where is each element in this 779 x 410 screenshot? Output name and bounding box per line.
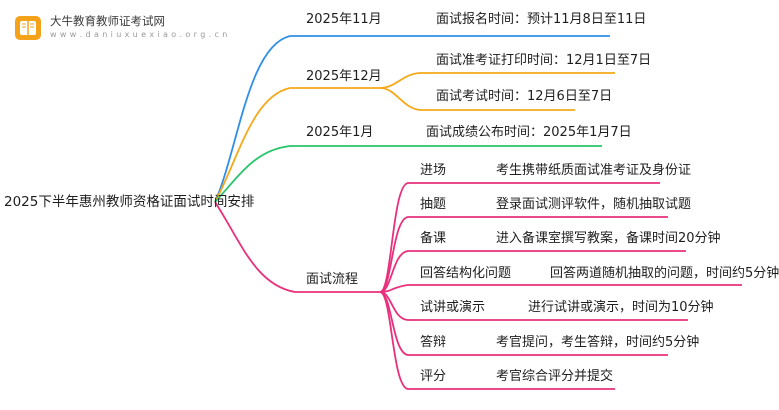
leaf-admission-ticket-time: 面试准考证打印时间：12月1日至7日 — [436, 53, 652, 68]
step-name-draw: 抽题 — [420, 197, 447, 212]
branch-label-2025-12: 2025年12月 — [306, 69, 382, 84]
step-detail-defense: 考官提问，考生答辩，时间约5分钟 — [496, 335, 700, 350]
branch-line-process — [214, 201, 380, 293]
logo-icon — [15, 16, 41, 40]
step-name-prepare: 备课 — [420, 231, 447, 246]
step-name-enter: 进场 — [420, 163, 447, 178]
branch-line-2025-11 — [214, 35, 610, 203]
branch-line-2025-12 — [214, 87, 380, 203]
site-name: 大牛教育教师证考试网 — [50, 14, 165, 28]
root-topic: 2025下半年惠州教师资格证面试时间安排 — [4, 194, 255, 210]
leaf-line-ticket — [379, 72, 615, 89]
step-name-trial-lecture: 试讲或演示 — [420, 300, 486, 315]
leaf-score-release-time: 面试成绩公布时间：2025年1月7日 — [426, 125, 632, 140]
step-detail-draw: 登录面试测评软件，随机抽取试题 — [496, 197, 692, 212]
branch-label-2025-01: 2025年1月 — [306, 125, 374, 140]
step-name-defense: 答辩 — [420, 335, 447, 350]
step-detail-scoring: 考官综合评分并提交 — [496, 369, 614, 384]
leaf-registration-time: 面试报名时间：预计11月8日至11日 — [436, 12, 647, 27]
step-name-structured-questions: 回答结构化问题 — [420, 266, 512, 281]
process-step-lines — [379, 182, 742, 390]
step-detail-enter: 考生携带纸质面试准考证及身份证 — [496, 163, 692, 178]
step-detail-prepare: 进入备课室撰写教案，备课时间20分钟 — [496, 231, 721, 246]
branch-line-2025-01 — [214, 145, 602, 203]
mindmap-connectors — [15, 16, 742, 390]
step-detail-trial-lecture: 进行试讲或演示，时间为10分钟 — [528, 300, 714, 315]
site-url: w w w . d a n i u x u e x i a o . o r g … — [50, 30, 228, 39]
step-name-scoring: 评分 — [420, 369, 447, 384]
branch-label-interview-process: 面试流程 — [306, 272, 359, 287]
leaf-exam-time: 面试考试时间：12月6日至7日 — [436, 89, 613, 104]
branch-label-2025-11: 2025年11月 — [306, 12, 382, 27]
step-detail-structured-questions: 回答两道随机抽取的问题，时间约5分钟 — [550, 266, 779, 281]
leaf-line-exam — [379, 87, 575, 111]
